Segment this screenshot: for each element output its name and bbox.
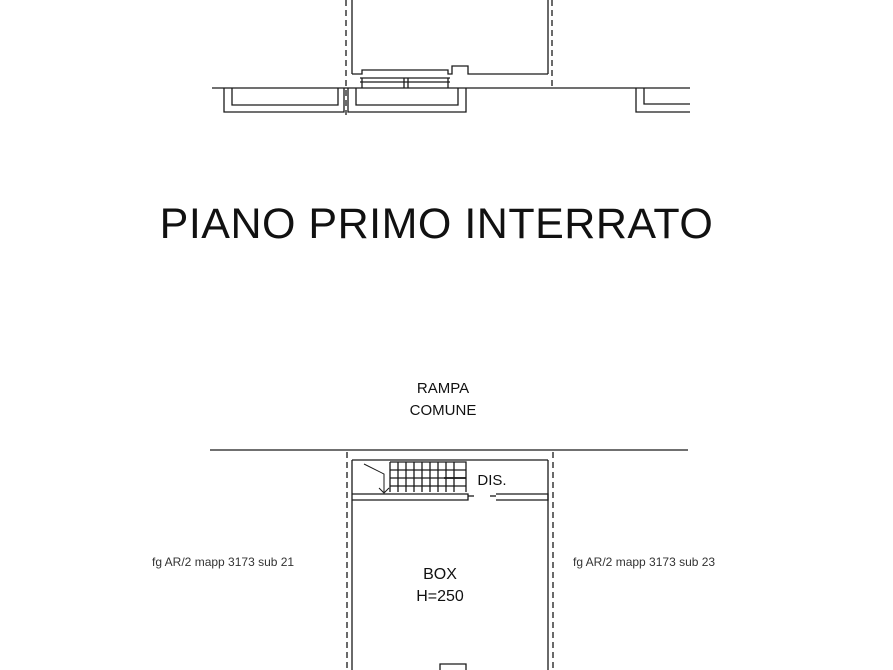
page-title: PIANO PRIMO INTERRATO xyxy=(159,200,714,248)
rampa-label: RAMPA COMUNE xyxy=(393,378,493,422)
upper-floor-plan xyxy=(212,0,690,115)
neighbor-left-label: fg AR/2 mapp 3173 sub 21 xyxy=(152,555,295,569)
rampa-label-line2: COMUNE xyxy=(409,402,477,419)
basement-floor-plan xyxy=(210,449,688,670)
box-label: BOX H=250 xyxy=(400,564,480,608)
rampa-label-line1: RAMPA xyxy=(416,380,470,397)
box-label-line1: BOX xyxy=(423,566,457,583)
dis-label: DIS. xyxy=(477,472,507,489)
box-height-label: H=250 xyxy=(416,588,464,605)
neighbor-right-label: fg AR/2 mapp 3173 sub 23 xyxy=(573,555,716,569)
